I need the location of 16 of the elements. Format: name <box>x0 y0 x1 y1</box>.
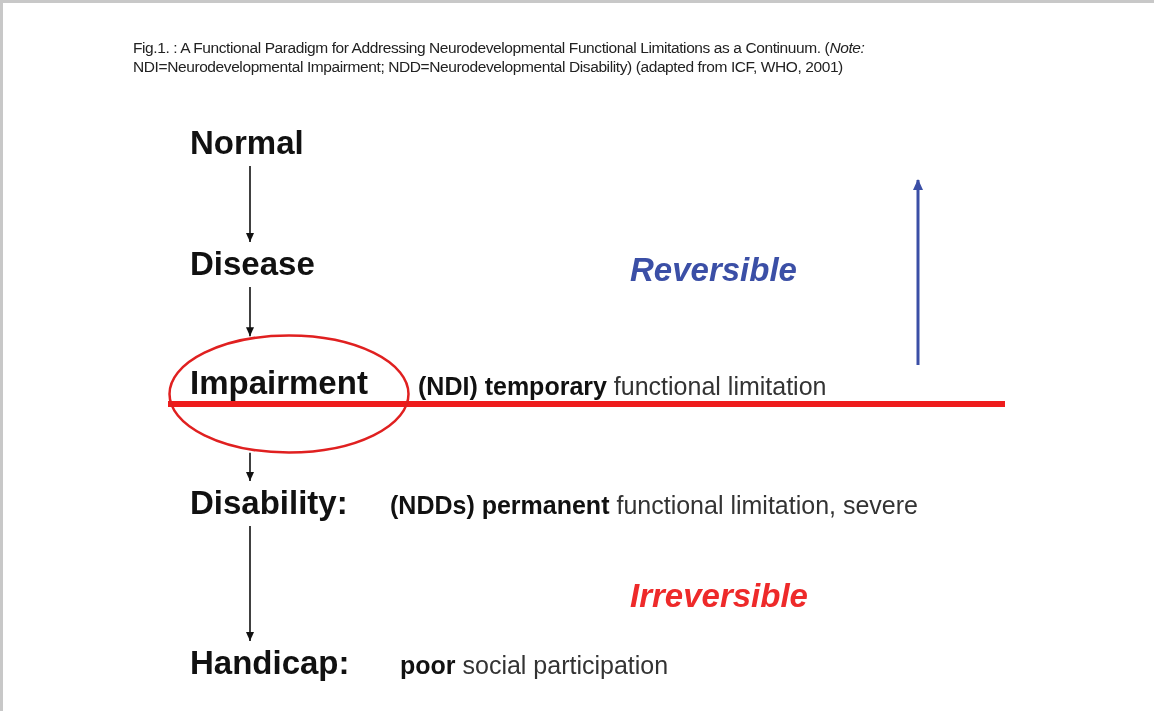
description-text: (NDI) temporary functional limitation <box>418 371 827 401</box>
stage-label: Normal <box>190 122 325 164</box>
stage-label: Impairment <box>190 363 368 403</box>
zone-label: Reversible <box>630 250 797 290</box>
arrow <box>246 452 254 482</box>
ellipse-node <box>168 334 410 454</box>
figure-caption: Fig.1. : A Functional Paradigm for Addressing Neurodevelopmental Functional Limitations as a Continuum. (Note: NDI=Neurodevelopmental Impairment; NDD=Neurodevelopmental Disability) (adapted from ICF, WHO, 2001) <box>133 38 866 76</box>
description-text: (NDDs) permanent functional limitation, severe <box>390 490 918 520</box>
stage-label: Disease <box>190 243 325 285</box>
arrow <box>246 286 254 337</box>
stage-label: Handicap: <box>190 642 350 684</box>
description-text: poor social participation <box>400 650 669 680</box>
zone-label: Irreversible <box>630 576 808 616</box>
arrow <box>246 165 254 243</box>
stage-label: Disability: <box>190 482 360 524</box>
arrow <box>246 525 254 642</box>
